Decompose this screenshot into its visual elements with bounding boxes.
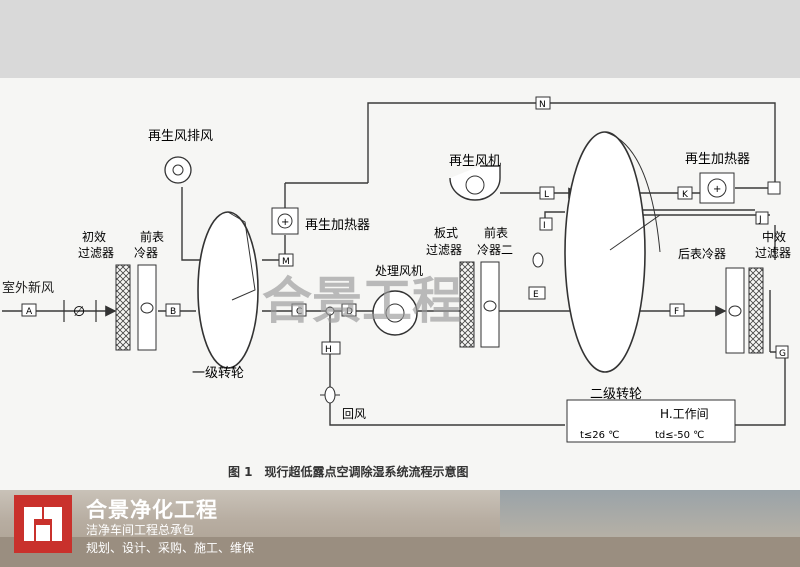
point-g-label: G [779,349,786,359]
point-a-label: A [26,307,33,317]
label-regen-heater-right: 再生加热器 [685,152,750,167]
label-regen-fan: 再生风机 [449,154,501,169]
label-front-cooler-1a: 前表 [140,229,164,244]
label-process-fan: 处理风机 [375,264,423,278]
point-e-label: E [533,290,539,300]
point-h-label: H [325,345,332,355]
label-rear-cooler: 后表冷器 [678,247,726,261]
label-regen-exhaust: 再生风排风 [148,129,213,144]
flow-diagram-svg: 室外新风 A ∅ 初效 过滤器 前表 冷器 B 一级转轮 再生风排风 [2,96,791,479]
point-m-label: M [282,257,290,267]
brand-name: 合景净化工程 [86,498,218,522]
brand-tagline-2: 规划、设计、采购、施工、维保 [86,541,255,555]
top-blank-band [0,0,800,78]
point-c-label: C [296,307,302,317]
point-l-label: L [544,190,549,200]
regen-exhaust-fan [164,156,192,184]
label-medium-filter-a: 中效 [762,229,786,244]
wheel-1 [197,211,259,369]
label-workspace-dewpoint: td≤-50 ℃ [655,430,704,441]
medium-filter [748,267,764,354]
regen-heater-right-plus: + [713,184,721,195]
label-primary-filter-1: 初效 [82,229,106,244]
label-workspace-temp: t≤26 ℃ [580,430,619,441]
regen-heater-mid-plus: + [281,217,289,228]
label-return-air: 回风 [342,407,366,421]
label-medium-filter-b: 过滤器 [755,246,791,260]
point-j-label: J [758,215,762,225]
banner-photo: 合景净化工程 洁净车间工程总承包 规划、设计、采购、施工、维保 [0,490,800,567]
flow-diagram: 室外新风 A ∅ 初效 过滤器 前表 冷器 B 一级转轮 再生风排风 [0,78,800,490]
label-regen-heater-mid: 再生加热器 [305,218,370,233]
plate-filter [459,261,475,348]
label-front-cooler-2b: 冷器二 [477,243,513,257]
label-front-cooler-2a: 前表 [484,225,508,240]
point-n-label: N [539,100,546,110]
wheel-2 [564,131,646,373]
regen-fan [449,165,501,201]
figure-caption: 图 1 现行超低露点空调除湿系统流程示意图 [228,464,469,479]
point-b-label: B [170,307,176,317]
workspace-box [566,399,736,443]
damper-symbol: ∅ [73,304,85,320]
label-wheel-2: 二级转轮 [590,387,642,402]
brand-tagline-1: 洁净车间工程总承包 [86,523,195,537]
label-plate-filter-b: 过滤器 [426,243,462,257]
label-outdoor-air: 室外新风 [2,280,54,296]
process-fan [372,290,418,336]
label-workspace: H.工作间 [660,407,709,421]
point-i-label: I [543,221,546,231]
point-f-label: F [674,307,679,317]
label-primary-filter-2: 过滤器 [78,246,114,260]
point-k-label: K [682,190,689,200]
label-front-cooler-1b: 冷器 [134,246,158,260]
point-d-label: D [346,307,353,317]
primary-filter [115,264,131,351]
brand-logo-icon [14,495,72,553]
watermark-text: 合景工程 [262,272,462,330]
label-plate-filter-a: 板式 [434,226,458,240]
background-photo-ground [0,537,800,567]
label-wheel-1: 一级转轮 [192,366,244,381]
point-a-box [21,303,37,317]
